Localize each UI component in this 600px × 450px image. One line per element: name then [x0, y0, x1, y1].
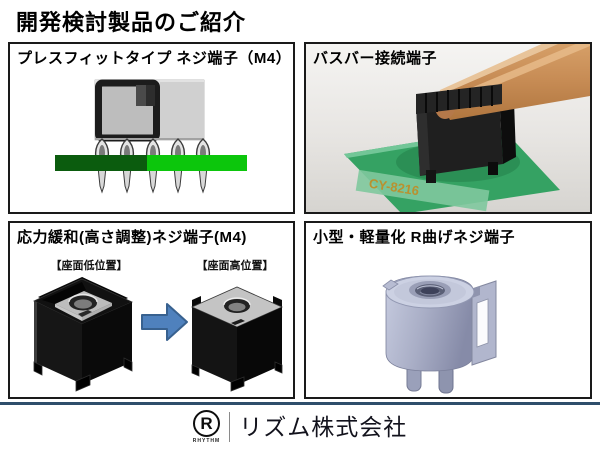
- panel-pressfit-title: プレスフィットタイプ ネジ端子（M4）: [17, 50, 292, 67]
- stress-cube-low-image: [33, 277, 133, 392]
- panel-pressfit: プレスフィットタイプ ネジ端子（M4）: [8, 42, 295, 214]
- panel-busbar: CY-8216: [304, 42, 592, 214]
- panel-busbar-title: バスバー接続端子: [313, 50, 438, 67]
- busbar-photo: CY-8216: [306, 44, 590, 212]
- pressfit-product-image: [55, 79, 247, 194]
- footer-divider: [0, 402, 600, 405]
- compact-product-image: [382, 275, 497, 394]
- footer: R RHYTHM リズム株式会社: [0, 408, 600, 446]
- panel-compact-title: 小型・軽量化 R曲げネジ端子: [313, 229, 516, 246]
- stress-cube-high-image: [191, 286, 283, 392]
- rhythm-logo-icon: R RHYTHM: [193, 410, 220, 444]
- company-name: リズム株式会社: [239, 415, 408, 440]
- pcb-bar: [55, 155, 247, 171]
- panel-compact: 小型・軽量化 R曲げネジ端子: [304, 221, 592, 399]
- terminal-clamp-ribs: [416, 84, 502, 114]
- panel-stress-relief-title: 応力緩和(高さ調整)ネジ端子(M4): [17, 229, 247, 246]
- panel-stress-relief: 応力緩和(高さ調整)ネジ端子(M4) 【座面低位置】 【座面高位置】: [8, 221, 295, 399]
- seat-high-label: 【座面高位置】: [196, 260, 274, 272]
- rhythm-logo-letter: R: [192, 410, 220, 437]
- rhythm-brand-text: RHYTHM: [192, 438, 221, 444]
- pcb-label-strip: CY-8216: [355, 169, 490, 212]
- logo-separator: [229, 412, 231, 442]
- seat-low-label: 【座面低位置】: [50, 260, 128, 272]
- page-title: 開発検討製品のご紹介: [16, 10, 247, 35]
- transform-arrow-icon: [141, 303, 188, 341]
